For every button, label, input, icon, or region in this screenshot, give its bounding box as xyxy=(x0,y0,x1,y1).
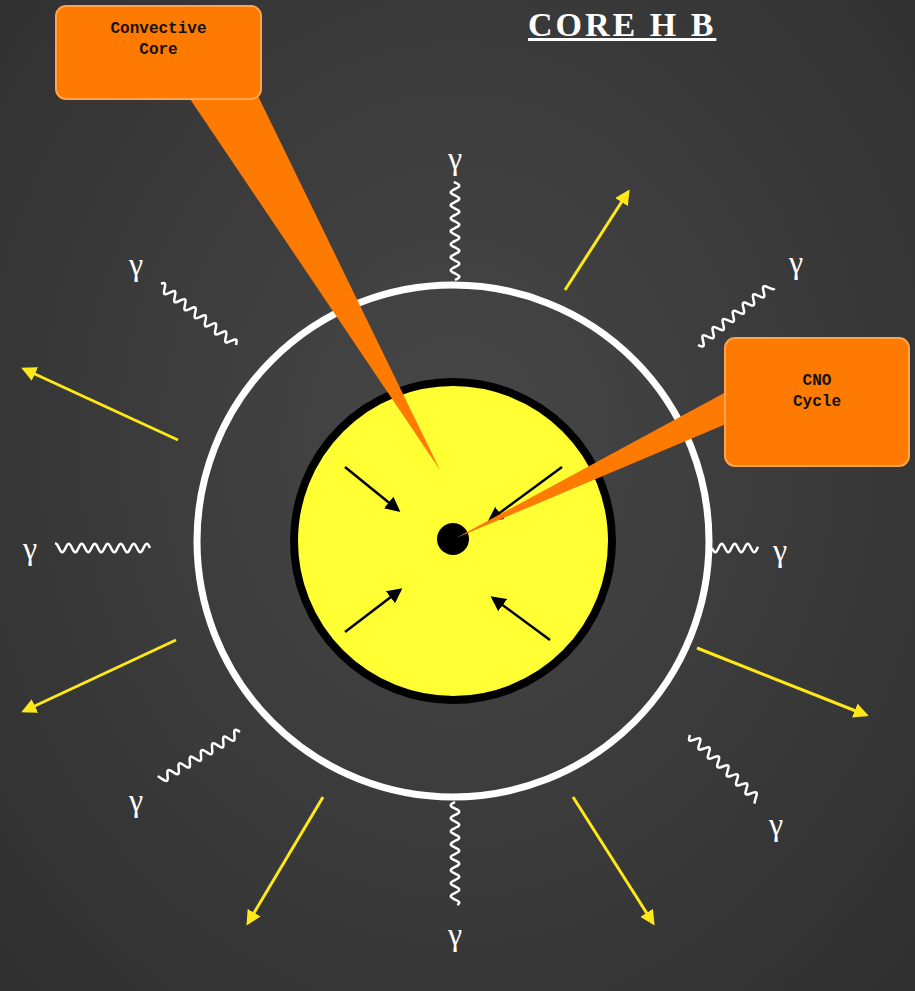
callout-pointer xyxy=(188,96,440,470)
callout-text: CNO Cycle xyxy=(788,371,846,413)
callout-box: CNO Cycle xyxy=(724,337,910,467)
light-ray xyxy=(24,640,176,711)
gamma-waves xyxy=(55,182,775,905)
contraction-arrow xyxy=(345,590,400,632)
callout-text: Convective Core xyxy=(97,19,220,61)
gamma-wave xyxy=(451,182,460,280)
contraction-arrow xyxy=(345,467,398,510)
gamma-wave xyxy=(451,802,460,905)
light-ray xyxy=(565,192,628,290)
gamma-wave xyxy=(689,735,757,804)
star-surface xyxy=(197,285,709,797)
light-ray xyxy=(248,797,323,923)
contraction-arrow xyxy=(493,598,550,640)
callout-pointer xyxy=(456,392,726,538)
burning-center xyxy=(437,523,469,555)
gamma-label: γ xyxy=(769,808,783,840)
gamma-label: γ xyxy=(448,918,462,950)
contraction-arrows xyxy=(345,467,562,640)
gamma-label: γ xyxy=(129,784,143,816)
slide-title: CORE H B xyxy=(528,6,716,44)
light-ray xyxy=(573,797,653,923)
light-rays xyxy=(24,190,866,923)
callout-box: Convective Core xyxy=(55,5,262,100)
gamma-wave xyxy=(712,544,758,553)
gamma-wave xyxy=(161,283,237,345)
gamma-wave xyxy=(55,543,150,552)
gamma-label: γ xyxy=(129,248,143,280)
light-ray xyxy=(24,369,178,440)
gamma-wave xyxy=(158,730,240,781)
gamma-label: γ xyxy=(448,142,462,174)
light-ray xyxy=(697,648,866,715)
gamma-label: γ xyxy=(773,534,787,566)
gamma-label: γ xyxy=(23,532,37,564)
convective-core xyxy=(294,382,612,700)
gamma-label: γ xyxy=(789,246,803,278)
